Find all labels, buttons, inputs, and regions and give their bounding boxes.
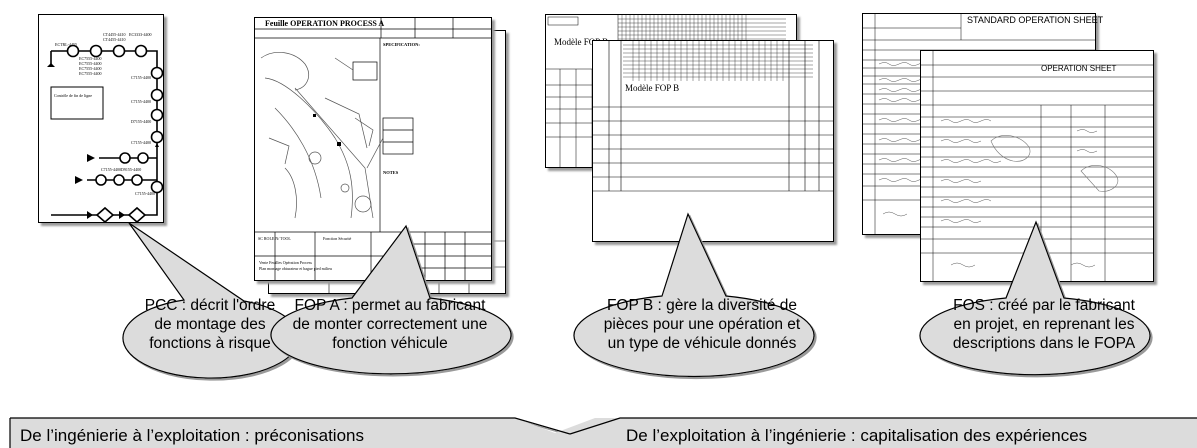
fop-a-specification-heading: SPECIFICATION: (383, 42, 420, 47)
pcc-node-label: EC3333-4400 (129, 32, 152, 37)
callout-fos-text: FOS : créé par le fabricant en projet, e… (924, 296, 1164, 353)
pcc-node-label: CT4455-4410 (103, 32, 126, 37)
fos-second-sheet-lines (921, 51, 1153, 281)
fop-a-notes-heading: NOTES (383, 170, 399, 175)
pcc-node-label: EC7555-4400 (79, 56, 102, 61)
callout-fop-b (573, 212, 815, 378)
fos-title-2: OPERATION SHEET (1041, 64, 1117, 73)
callout-line: en projet, en reprenant les (953, 316, 1135, 333)
callout-line: un type de véhicule donnés (607, 335, 797, 352)
pcc-node-label: EC7555-4400 (79, 71, 102, 76)
fop-a-title: Feuille OPERATION PROCESS A (265, 19, 385, 28)
pcc-node-label: D9155-4400 (121, 167, 142, 172)
fop-a-document: Feuille OPERATION PROCESS A SPECIFICATIO… (254, 17, 492, 281)
fop-a-footer-row: Vente Feuilles Opération Process (259, 260, 312, 265)
pcc-node-label: C7155-4400 (101, 167, 121, 172)
callout-line: de monter correctement une (292, 316, 488, 333)
pcc-node-label: C7155-4400 (131, 99, 151, 104)
fop-b-document: Modèle FOP B (592, 40, 834, 242)
callout-fop-a (270, 224, 512, 375)
pcc-node-label: C7155-4400 (135, 191, 155, 196)
pcc-box-label: Contrôle de fin de ligne (54, 93, 92, 98)
callout-fos (919, 220, 1151, 376)
bottom-arrow (9, 417, 1197, 448)
callout-line: FOS : créé par le fabricant (953, 297, 1135, 314)
pcc-node-label: EC7555-4400 (79, 66, 102, 71)
fos-sketch (990, 135, 1119, 192)
callout-pcc-text: PCC : décrit l'ordre de montage des fonc… (120, 296, 300, 353)
callout-line: pièces pour une opération et (603, 316, 801, 333)
callout-line: FOP A : permet au fabricant (294, 297, 486, 314)
callout-line: PCC : décrit l'ordre (144, 297, 276, 314)
callout-line: FOP B : gère la diversité de (606, 297, 798, 314)
pcc-node-label: ECTRL-4455 (55, 42, 77, 47)
fop-a-drawing (255, 18, 491, 280)
pcc-node-label: D7155-4400 (131, 119, 152, 124)
fos-title: STANDARD OPERATION SHEET (967, 15, 1104, 25)
callout-fop-b-text: FOP B : gère la diversité de pièces pour… (582, 296, 822, 353)
fop-b-grid (593, 41, 833, 192)
fop-a-footer-row: SC ROLE N/ TOOL (258, 236, 291, 241)
bottom-arrow-right-text: De l’exploitation à l’ingénierie : capit… (626, 426, 1088, 445)
fop-a-footer-row: Fonction Sécurité (323, 236, 352, 241)
pcc-flow-diagram (47, 44, 164, 224)
fop-b-title-2: Modèle FOP B (625, 83, 680, 93)
pcc-document: Contrôle de fin de ligne ECTRL-4455 CT44… (38, 14, 164, 224)
pcc-node-label: CT4455-4410 (103, 37, 126, 42)
fop-a-footer-row: Plan montage obturateur et bague pied mi… (259, 266, 332, 271)
pcc-node-label: C7155-4400 (131, 75, 151, 80)
callout-line: de montage des (154, 316, 266, 333)
bottom-arrow-left-text: De l’ingénierie à l’exploitation : préco… (20, 426, 364, 445)
fop-b-title: Modèle FOP B (554, 37, 609, 47)
callout-line: fonction véhicule (332, 335, 448, 352)
callout-fop-a-text: FOP A : permet au fabricant de monter co… (260, 296, 520, 353)
callout-line: fonctions à risque (149, 335, 271, 352)
pcc-node-label: C7155-4400 (131, 140, 151, 145)
pcc-node-label: EC7555-4400 (79, 61, 102, 66)
callout-line: descriptions dans le FOPA (952, 335, 1136, 352)
